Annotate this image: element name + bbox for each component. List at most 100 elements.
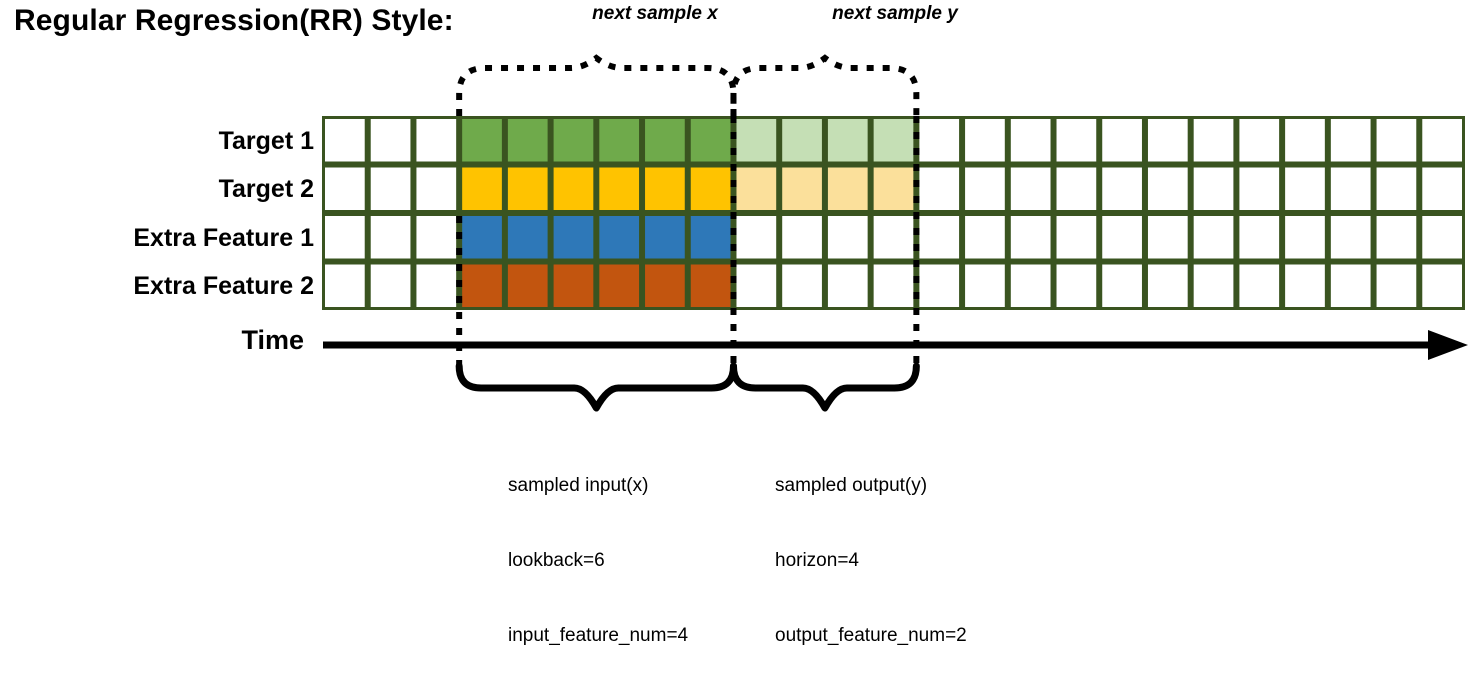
next-sample-x-label: next sample x	[592, 3, 718, 24]
next-sample-y-label: next sample y	[832, 3, 958, 24]
page-title: Regular Regression(RR) Style:	[14, 4, 454, 37]
brace-next-sample-x	[456, 54, 737, 116]
grid-cell	[645, 264, 685, 307]
grid-cell	[965, 216, 1005, 259]
grid-cell	[782, 167, 822, 210]
grid-cell	[1147, 119, 1188, 162]
grid-cell	[690, 167, 731, 210]
grid-cell	[782, 216, 822, 259]
grid-cell	[507, 167, 548, 210]
grid-cell	[1285, 167, 1325, 210]
grid-cell	[1147, 264, 1188, 307]
grid-cell	[782, 119, 822, 162]
time-axis-label: Time	[241, 325, 304, 355]
grid-cell	[462, 216, 502, 259]
grid-cell	[462, 119, 502, 162]
grid-cell	[553, 119, 594, 162]
grid-cell	[1193, 216, 1234, 259]
grid-cell	[507, 216, 548, 259]
grid-cell	[599, 216, 640, 259]
grid-cell	[919, 167, 960, 210]
grid-cell	[1056, 216, 1097, 259]
grid-cell	[1147, 216, 1188, 259]
row-label-extra-feature-2: Extra Feature 2	[133, 272, 314, 300]
grid-cell	[1285, 264, 1325, 307]
grid-cell	[1422, 119, 1462, 162]
grid-cell	[553, 216, 594, 259]
row-label-extra-feature-1: Extra Feature 1	[133, 224, 314, 252]
grid-cell	[507, 264, 548, 307]
grid-cell	[1422, 264, 1462, 307]
grid-cell	[370, 167, 411, 210]
grid-cell	[645, 216, 685, 259]
grid-cell	[370, 119, 411, 162]
grid-cell	[507, 119, 548, 162]
grid-cell	[1239, 167, 1280, 210]
grid-cell	[553, 167, 594, 210]
sampled-input-feature-num: input_feature_num=4	[508, 625, 689, 646]
sampled-output-title: sampled output(y)	[775, 475, 928, 496]
grid-cell	[325, 216, 365, 259]
sampled-input-title: sampled input(x)	[508, 475, 649, 496]
grid-cell	[1239, 119, 1280, 162]
grid-cell	[690, 264, 731, 307]
grid-cell	[965, 119, 1005, 162]
grid-cell	[919, 264, 960, 307]
grid-cell	[1056, 119, 1097, 162]
grid-cell	[416, 216, 457, 259]
grid-cell	[1010, 167, 1051, 210]
grid-cell	[1285, 216, 1325, 259]
grid-cell	[1376, 119, 1417, 162]
brace-sampled-output	[729, 362, 920, 412]
sampled-output-feature-num: output_feature_num=2	[775, 625, 967, 646]
grid-cell	[416, 119, 457, 162]
grid-cell	[1330, 167, 1371, 210]
grid-cell	[325, 167, 365, 210]
grid-cell	[553, 264, 594, 307]
grid-cell	[736, 119, 777, 162]
grid-cell	[1422, 216, 1462, 259]
grid-cell	[1102, 216, 1142, 259]
grid-cell	[873, 216, 914, 259]
grid-cell	[827, 167, 868, 210]
grid-cell	[1056, 264, 1097, 307]
row-label-target-2: Target 2	[218, 175, 314, 203]
grid-cell	[1330, 119, 1371, 162]
grid-cell	[645, 167, 685, 210]
grid-cell	[1193, 264, 1234, 307]
grid-cell	[1102, 119, 1142, 162]
brace-sampled-input	[455, 362, 737, 412]
grid-cell	[1239, 216, 1280, 259]
grid-cell	[1010, 119, 1051, 162]
annotation-lines	[323, 54, 1468, 412]
grid-cell	[965, 167, 1005, 210]
grid-cell	[1102, 264, 1142, 307]
grid-cell	[873, 264, 914, 307]
grid-cell	[1010, 216, 1051, 259]
grid-cell	[462, 167, 502, 210]
diagram-graphics	[322, 54, 1468, 412]
grid-cell	[873, 167, 914, 210]
grid-cell	[827, 216, 868, 259]
sampled-output-horizon: horizon=4	[775, 550, 859, 571]
grid-cell	[325, 119, 365, 162]
grid-cell	[1376, 264, 1417, 307]
grid-cell	[919, 216, 960, 259]
grid-cell	[1056, 167, 1097, 210]
grid-cell	[599, 167, 640, 210]
grid-cell	[1102, 167, 1142, 210]
grid-cell	[1147, 167, 1188, 210]
grid-cell	[873, 119, 914, 162]
grid-cell	[1010, 264, 1051, 307]
diagram-canvas: Regular Regression(RR) Style: next sampl…	[14, 3, 1468, 646]
grid-cell	[1376, 216, 1417, 259]
grid-cell	[1285, 119, 1325, 162]
grid-cell	[690, 119, 731, 162]
grid-cell	[416, 167, 457, 210]
grid-cell	[1239, 264, 1280, 307]
grid-cell	[736, 264, 777, 307]
grid-cell	[827, 119, 868, 162]
row-label-target-1: Target 1	[218, 127, 314, 155]
grid-cell	[1376, 167, 1417, 210]
time-axis-arrow	[1428, 330, 1468, 360]
